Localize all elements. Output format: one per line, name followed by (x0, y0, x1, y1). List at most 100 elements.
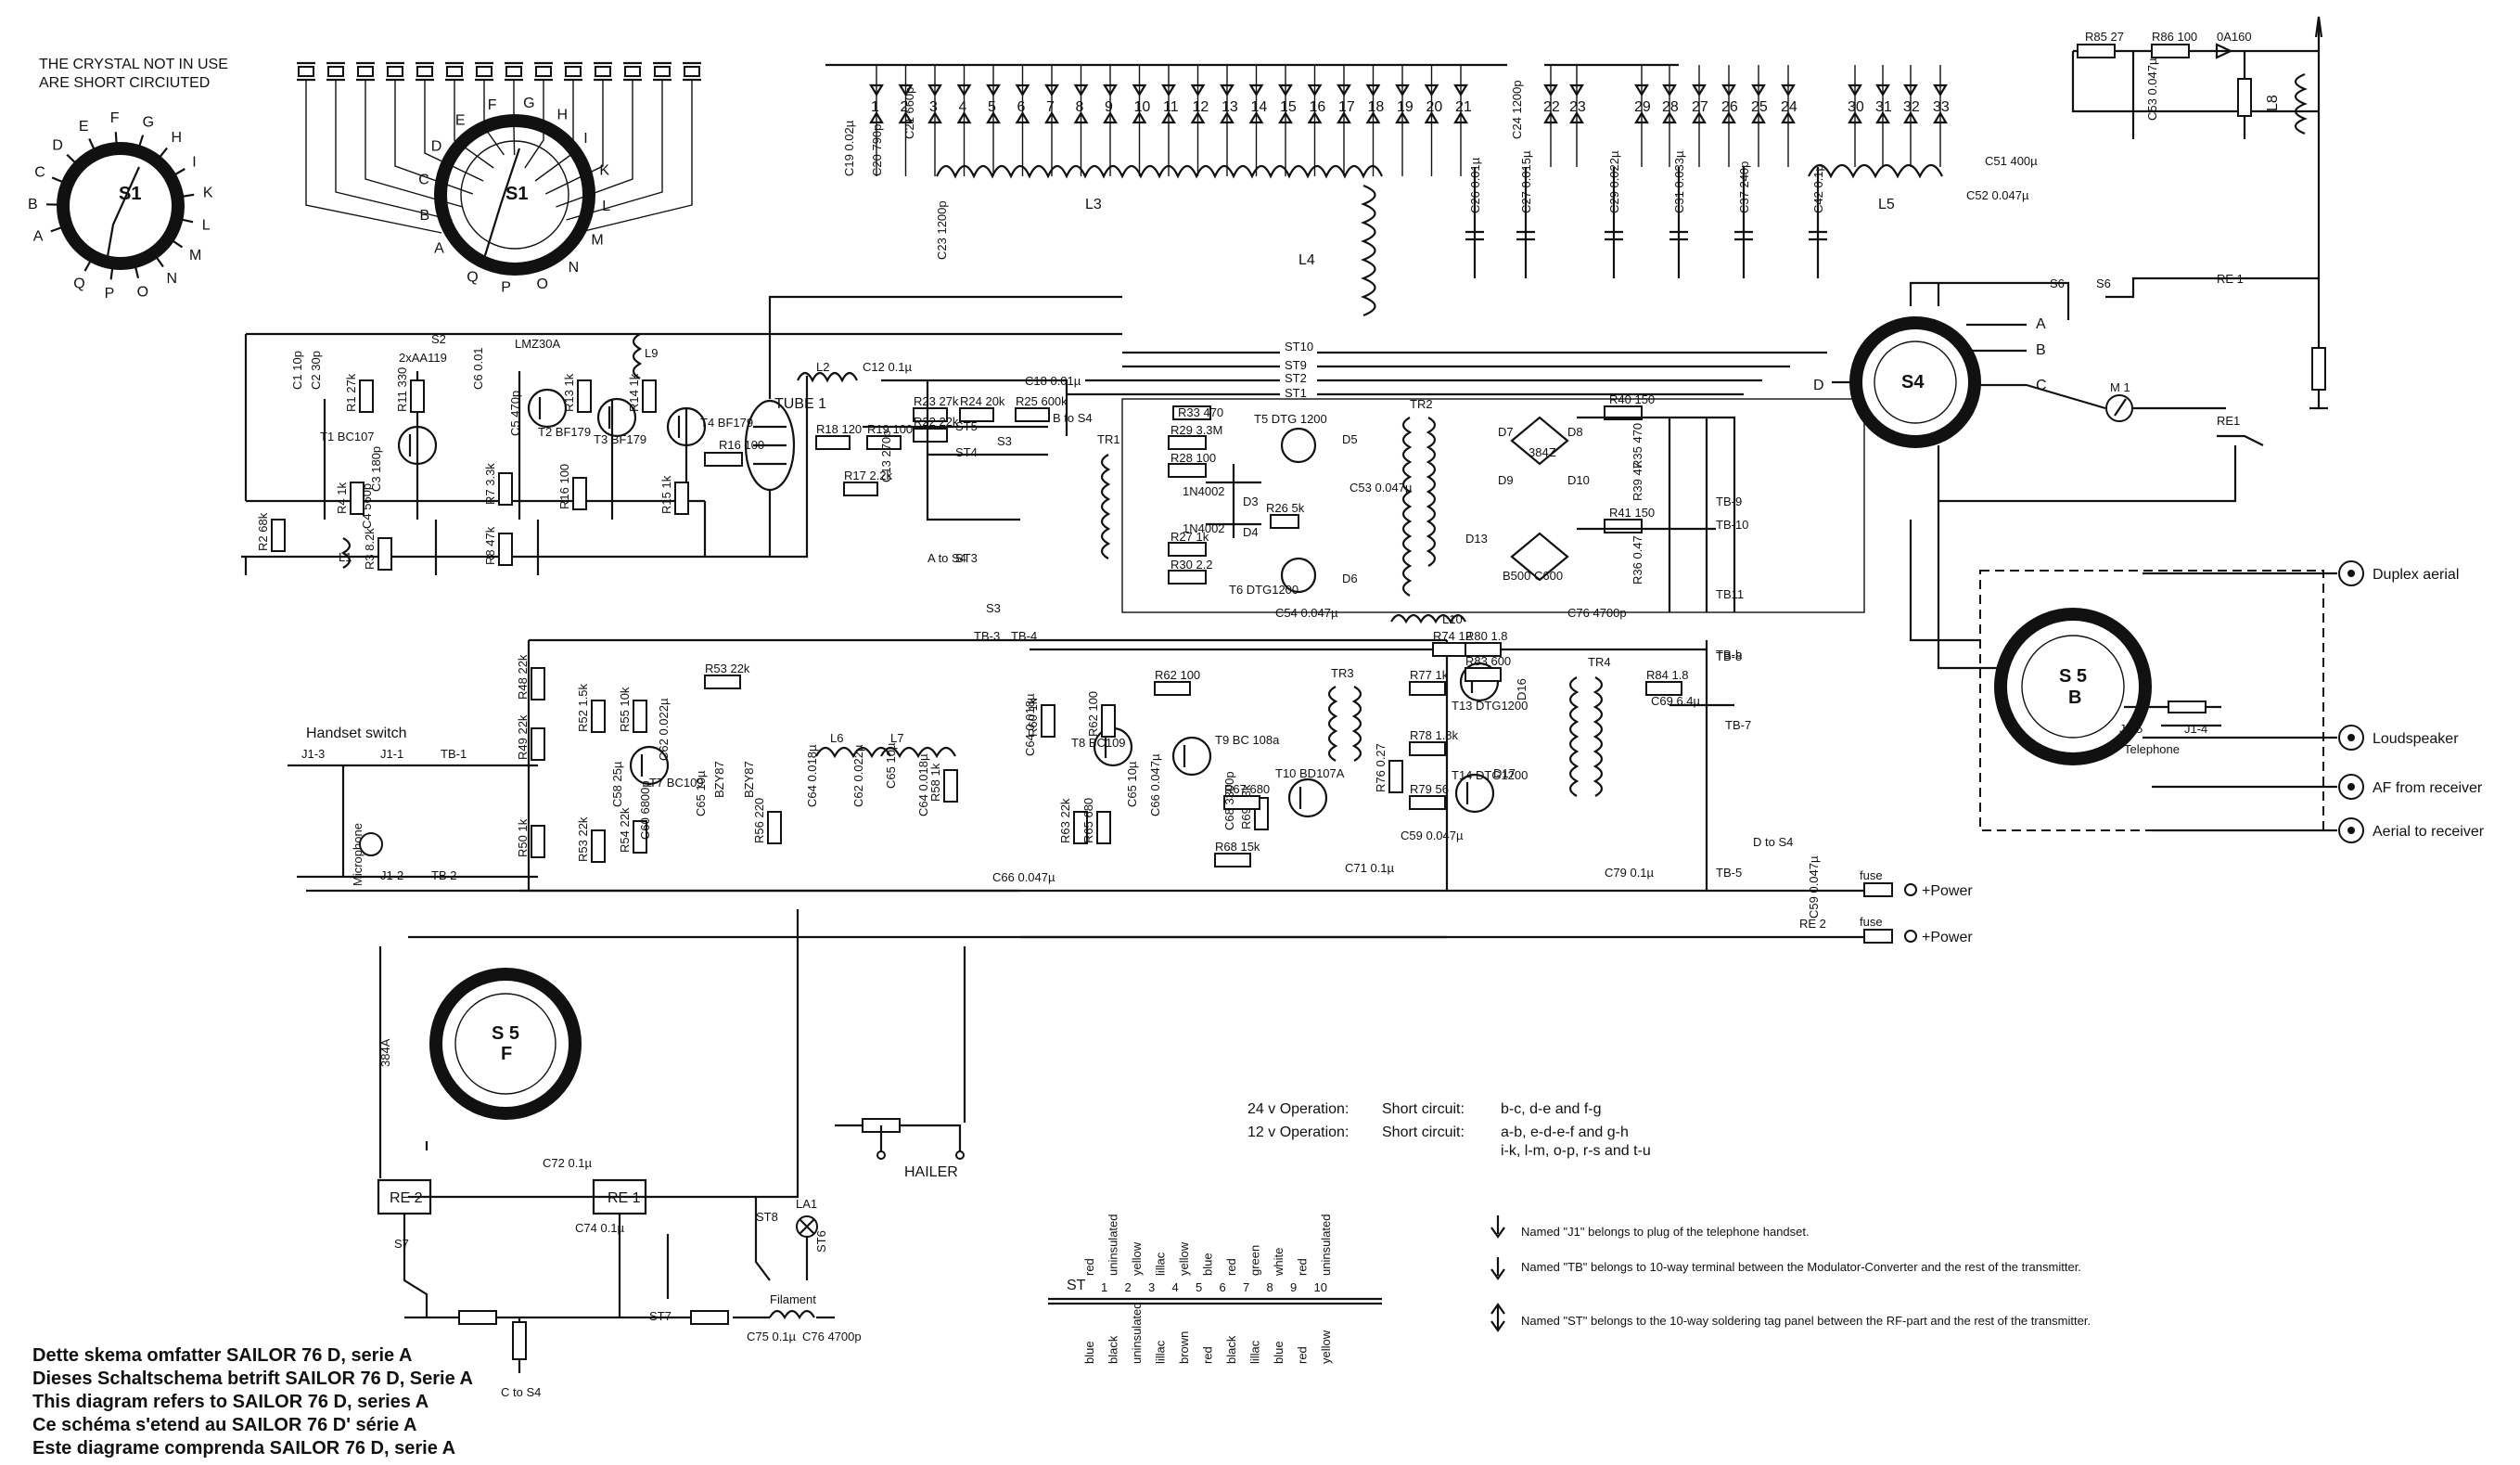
mod-resistor-h (1465, 667, 1502, 682)
tuning-arrow (1073, 110, 1089, 124)
tube-resistor (815, 435, 851, 450)
s4-pos-a: A (2036, 316, 2046, 332)
diode-d4-label: D4 (1243, 525, 1259, 539)
tuning-arrow (1903, 110, 1918, 124)
mod-resistor-h-label: R84 1.8 (1646, 668, 1689, 682)
s4-top-wires (1909, 281, 2070, 320)
osc-cap-label: C4 560p (360, 483, 374, 529)
legend-j1: Named "J1" belongs to plug of the teleph… (1521, 1225, 1810, 1239)
crystal (298, 66, 314, 77)
cap-c77: C76 4700p (802, 1330, 862, 1343)
crystal (387, 66, 403, 77)
osc-resistor-label: R4 1k (335, 482, 349, 514)
dial-small-pos-o: O (137, 284, 148, 300)
crystal (416, 66, 433, 77)
dial-large-pos-k: K (599, 163, 609, 179)
st-number-7: 7 (1243, 1280, 1249, 1294)
s4-pos-d: D (1813, 378, 1824, 393)
op12-value: a-b, e-d-e-f and g-h (1501, 1124, 1629, 1140)
mod-cap-label: C58 25µ (610, 761, 624, 807)
osc-resistor (642, 379, 657, 413)
footer-notes: Dette skema omfatter SAILOR 76 D, serie … (32, 1345, 473, 1459)
tuning-terminal-24: 24 (1781, 99, 1797, 115)
power-rails (519, 889, 1883, 1123)
power-label-1: +Power (1922, 883, 1973, 899)
osc-resistor (350, 482, 365, 515)
s4-ring (1849, 316, 1981, 448)
tr1-label: TR1 (1097, 432, 1120, 446)
tuning-arrow (869, 110, 884, 124)
tuning-terminal-15: 15 (1280, 99, 1297, 115)
resistor-r45 (1604, 519, 1643, 533)
cap-c51: C53 0.047µ (1350, 481, 1413, 495)
dial-large-pos-g: G (523, 96, 534, 111)
resistor-r43-label: R39 47 (1631, 462, 1644, 501)
cap-c15: C19 0.02µ (842, 120, 856, 176)
crystal-lead (544, 80, 604, 195)
op12-value-2: i-k, l-m, o-p, r-s and t-u (1501, 1143, 1651, 1159)
aerial-receiver-pin (2347, 827, 2355, 834)
dial-small-pos-k: K (203, 186, 213, 201)
tuning-terminal-4: 4 (959, 99, 967, 115)
mod-resistor (1388, 760, 1403, 793)
diode-d9-label: D9 (1498, 473, 1514, 487)
mod-resistor-h (1409, 795, 1446, 810)
tr2-windings (1401, 417, 1437, 597)
mod-resistor-h (1154, 681, 1191, 696)
handset-switch-label: Handset switch (306, 726, 407, 741)
st-number-8: 8 (1267, 1280, 1273, 1294)
tb3-label: TB-3 (974, 629, 1000, 643)
tuning-arrow (1337, 110, 1351, 124)
tb4-label: TB-4 (1011, 629, 1037, 643)
switch-s3-upper: S3 (997, 434, 1012, 448)
jack-j1-5: J1-5 (2119, 722, 2143, 736)
cap-c75: C74 0.1µ (575, 1221, 625, 1235)
tuning-arrow (1015, 84, 1030, 97)
mod-resistor-h-label: R78 1.8k (1410, 728, 1459, 742)
resistor-r26-label: R85 27 (2085, 30, 2124, 44)
tuning-arrow (1161, 110, 1176, 124)
coil-l4 (1361, 184, 1376, 317)
tuning-arrow (1161, 84, 1176, 97)
st-top-color-4: lillac (1154, 1252, 1168, 1276)
mod-resistor-label: R54 22k (618, 807, 632, 853)
osc-cap-label: C5 470p (508, 391, 522, 436)
mod-resistor-label: R48 22k (516, 654, 530, 700)
legend-st: Named "ST" belongs to the 10-way solderi… (1521, 1314, 2091, 1328)
cap-c42: C54 0.047µ (1275, 606, 1338, 620)
resistor-r39-label: R33 470 (1178, 405, 1223, 419)
tuning-terminal-23: 23 (1569, 99, 1586, 115)
loudspeaker-label: Loudspeaker (2373, 731, 2459, 747)
loudspeaker-pin (2347, 734, 2355, 741)
osc-resistor (410, 379, 425, 413)
mod-transistor-4 (1287, 777, 1328, 818)
dial-large-pos-o: O (537, 276, 548, 292)
tuning-arrow (1453, 84, 1468, 97)
lamp-la1-label: LA1 (796, 1197, 817, 1211)
coil-l3-label: L3 (1085, 197, 1102, 212)
dial-small-tick (180, 218, 194, 224)
tuning-arrow (1103, 110, 1118, 124)
mod-resistor-label: R76 0.27 (1374, 743, 1388, 792)
s5f-wires (378, 909, 1447, 1199)
fuse-2 (1863, 929, 1893, 944)
cap-c20: C24 1200p (1510, 80, 1524, 139)
st2-label: ST2 (1285, 371, 1307, 385)
tuning-arrow (1278, 84, 1293, 97)
dial-small-pos-c: C (34, 165, 45, 181)
dial-small-tick (158, 147, 168, 160)
dial-small-tick (114, 132, 118, 146)
tr4-label: TR4 (1588, 655, 1611, 669)
s1-large-wiper (480, 148, 521, 265)
tuning-arrow (1190, 84, 1206, 97)
routing-b-to-s4: B to S4 (1053, 411, 1093, 425)
diode-d8-label: D8 (1567, 425, 1583, 439)
meter-m1-needle (2114, 398, 2127, 417)
osc-resistor-label: R1 27k (344, 373, 358, 412)
resistor-r28 (2237, 78, 2252, 117)
tuning-terminal-11: 11 (1163, 99, 1179, 115)
mod-resistor-label: R60 1k (1026, 698, 1040, 737)
